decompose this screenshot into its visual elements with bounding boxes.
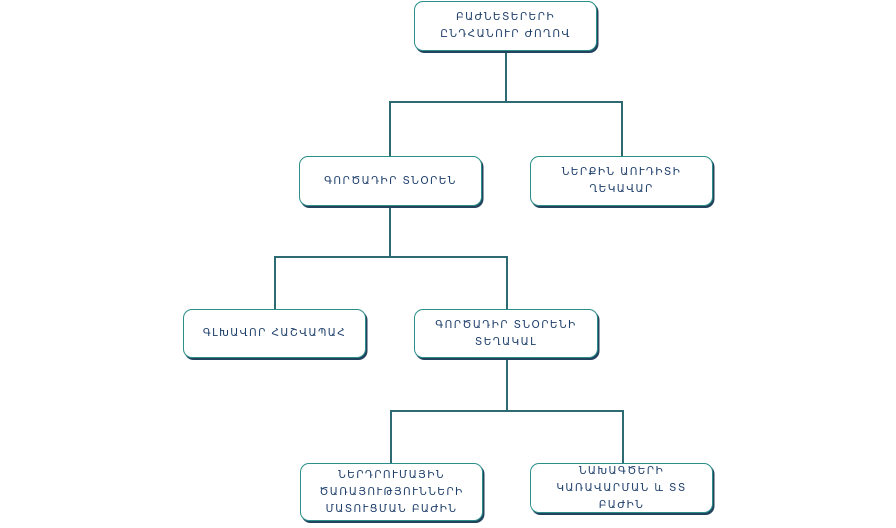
node-projects-it: ՆԱԽԱԳԾԵՐԻ ԿԱՌԱՎԱՐՄԱՆ և ՏՏ ԲԱԺԻՆ bbox=[530, 463, 713, 513]
connector-line bbox=[274, 256, 508, 258]
node-label: ԳԼԽԱՎՈՐ ՀԱՇՎԱՊԱՀ bbox=[202, 327, 347, 339]
node-label: ՆԵՐՔԻՆ ԱՈՒԴԻՏԻ ՂԵԿԱՎԱՐ bbox=[561, 166, 682, 195]
node-label: ՆԵՐԴՐՈՒՄԱՅԻՆ ԾԱՌԱՅՈՒԹՅՈՒՆՆԵՐԻ ՄԱՏՈՒՑՄԱՆ … bbox=[319, 468, 464, 515]
connector-line bbox=[389, 206, 391, 258]
connector-line bbox=[389, 101, 391, 156]
node-internal-auditor: ՆԵՐՔԻՆ ԱՈՒԴԻՏԻ ՂԵԿԱՎԱՐ bbox=[530, 156, 713, 206]
node-shareholders: ԲԱԺՆԵՏԵՐԵՐԻ ԸՆԴՀԱՆՈՒՐ ԺՈՂՈՎ bbox=[414, 1, 597, 51]
connector-line bbox=[506, 358, 508, 412]
connector-line bbox=[390, 410, 624, 412]
node-label: ՆԱԽԱԳԾԵՐԻ ԿԱՌԱՎԱՐՄԱՆ և ՏՏ ԲԱԺԻՆ bbox=[556, 464, 687, 511]
node-chief-accountant: ԳԼԽԱՎՈՐ ՀԱՇՎԱՊԱՀ bbox=[183, 309, 366, 358]
node-ceo: ԳՈՐԾԱԴԻՐ ՏՆՕՐԵՆ bbox=[299, 156, 482, 206]
node-investment-services: ՆԵՐԴՐՈՒՄԱՅԻՆ ԾԱՌԱՅՈՒԹՅՈՒՆՆԵՐԻ ՄԱՏՈՒՑՄԱՆ … bbox=[300, 463, 483, 521]
node-label: ԳՈՐԾԱԴԻՐ ՏՆՕՐԵՆԻ ՏԵՂԱԿԱԼ bbox=[435, 318, 577, 348]
connector-line bbox=[622, 410, 624, 463]
node-label: ԳՈՐԾԱԴԻՐ ՏՆՕՐԵՆ bbox=[324, 174, 457, 187]
connector-line bbox=[390, 410, 392, 463]
connector-line bbox=[505, 51, 507, 102]
connector-line bbox=[389, 101, 623, 103]
node-deputy-ceo: ԳՈՐԾԱԴԻՐ ՏՆՕՐԵՆԻ ՏԵՂԱԿԱԼ bbox=[414, 309, 598, 358]
connector-line bbox=[621, 101, 623, 156]
node-label: ԲԱԺՆԵՏԵՐԵՐԻ ԸՆԴՀԱՆՈՒՐ ԺՈՂՈՎ bbox=[440, 11, 571, 40]
connector-line bbox=[506, 256, 508, 309]
connector-line bbox=[274, 256, 276, 309]
